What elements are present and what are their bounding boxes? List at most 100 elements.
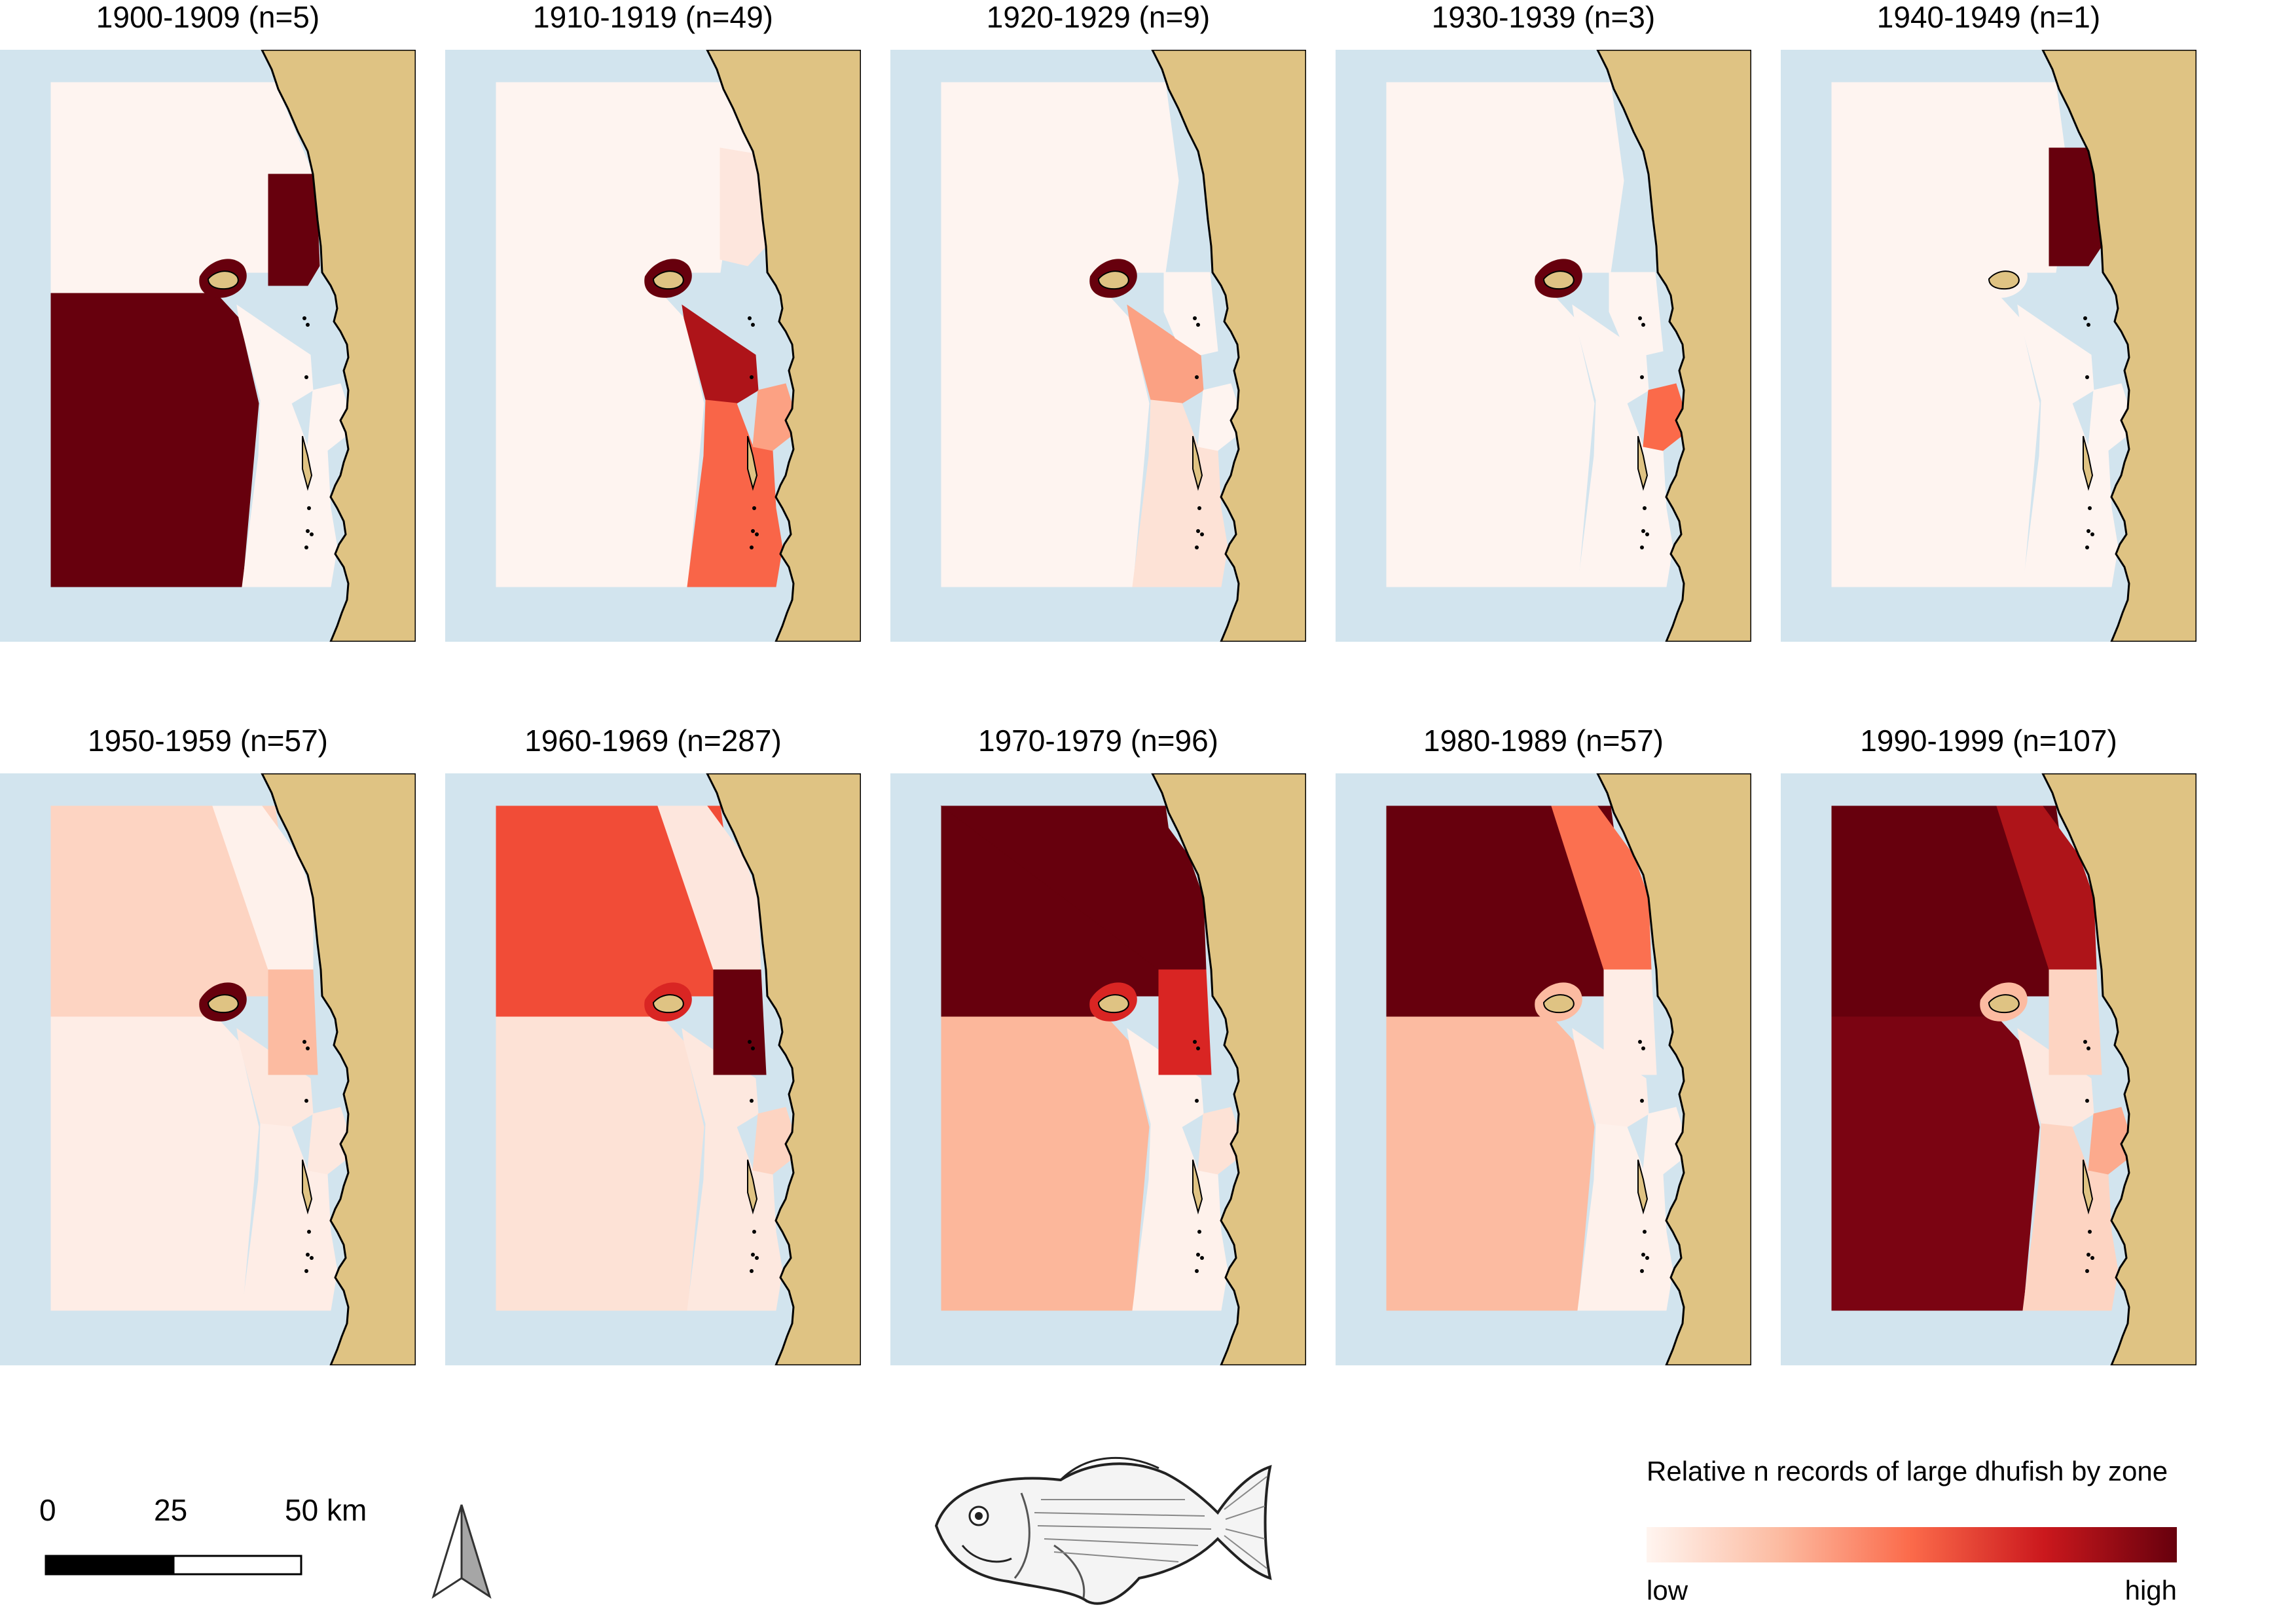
mainland (2041, 50, 2196, 642)
islet (304, 1269, 308, 1273)
islet (751, 323, 755, 327)
islet (752, 506, 756, 510)
mainland (261, 50, 416, 642)
zone-sw (50, 1016, 259, 1311)
islet (748, 316, 752, 320)
islet (2088, 1230, 2092, 1234)
islet (755, 532, 759, 536)
zone-sw (1386, 1016, 1595, 1311)
islet (2085, 375, 2089, 379)
islet (1638, 1040, 1642, 1044)
islet (1195, 545, 1199, 549)
small-island-icon (1637, 1159, 1649, 1215)
map-panel: 1910-1919 (n=49) (445, 0, 861, 642)
zone-sw (496, 293, 704, 587)
zone-s (1132, 399, 1228, 587)
zone-m (682, 304, 759, 404)
island-icon (1988, 270, 2020, 290)
map (0, 773, 416, 1365)
islet (752, 1230, 756, 1234)
zone-nw (1831, 82, 2069, 294)
island-icon (1097, 270, 1129, 290)
legend-color-ramp (1647, 1527, 2177, 1562)
map (1781, 773, 2196, 1365)
island-icon (652, 270, 684, 290)
islet (1200, 1256, 1204, 1260)
islet (1195, 375, 1199, 379)
islet (1645, 532, 1649, 536)
map-panel: 1990-1999 (n=107) (1781, 724, 2196, 1365)
map (1336, 50, 1751, 642)
islet (304, 545, 308, 549)
islet (1643, 1230, 1647, 1234)
panel-title: 1940-1949 (n=1) (1876, 0, 2101, 34)
small-island-icon (747, 435, 758, 491)
map-panel: 1930-1939 (n=3) (1336, 0, 1751, 642)
map (1781, 50, 2196, 642)
islet (1196, 529, 1200, 533)
islet (2086, 1253, 2090, 1257)
islet (302, 1040, 306, 1044)
panel-title: 1960-1969 (n=287) (524, 724, 782, 758)
islet (2090, 1256, 2094, 1260)
mainland (1596, 50, 1751, 642)
mainland (1596, 773, 1751, 1365)
map (1336, 773, 1751, 1365)
islet (1641, 1253, 1645, 1257)
islet (2086, 1046, 2090, 1050)
islet (304, 375, 308, 379)
zone-s (1132, 1123, 1228, 1311)
islet (2085, 545, 2089, 549)
zone-s (2022, 1123, 2119, 1311)
islet (1640, 375, 1644, 379)
islet (2086, 323, 2090, 327)
zone-s (687, 1123, 783, 1311)
map-panel: 1940-1949 (n=1) (1781, 0, 2196, 642)
north-arrow-icon (426, 1500, 498, 1604)
scale-bar-graphic (45, 1555, 302, 1576)
mainland (1151, 50, 1306, 642)
map-panel: 1980-1989 (n=57) (1336, 724, 1751, 1365)
scale-bar: 0 25 50 km (26, 1493, 393, 1591)
islet (1640, 1269, 1644, 1273)
zone-nw (1386, 82, 1624, 294)
small-island-icon (2083, 435, 2094, 491)
map (445, 773, 861, 1365)
islet (1641, 529, 1645, 533)
small-island-icon (302, 435, 313, 491)
panel-title: 1930-1939 (n=3) (1431, 0, 1656, 34)
small-island-icon (1192, 435, 1203, 491)
zone-s (2022, 399, 2119, 587)
zone-e (1158, 969, 1212, 1075)
islet (306, 323, 310, 327)
islet (1200, 532, 1204, 536)
islet (750, 1099, 754, 1103)
islet (307, 1230, 311, 1234)
islet (304, 1099, 308, 1103)
islet (1643, 506, 1647, 510)
small-island-icon (1192, 1159, 1203, 1215)
zone-nw (496, 82, 734, 294)
islet (1640, 545, 1644, 549)
islet (1193, 1040, 1197, 1044)
island-icon (652, 994, 684, 1014)
islet (1197, 506, 1201, 510)
islet (2086, 529, 2090, 533)
islet (1638, 316, 1642, 320)
islet (1641, 323, 1645, 327)
zone-sw (50, 293, 259, 587)
island-icon (207, 994, 239, 1014)
small-island-icon (302, 1159, 313, 1215)
islet (306, 1253, 310, 1257)
map-panel: 1950-1959 (n=57) (0, 724, 416, 1365)
islet (2083, 316, 2087, 320)
island-icon (207, 270, 239, 290)
islet (1640, 1099, 1644, 1103)
scale-label-25: 25 (154, 1493, 188, 1527)
zone-sw (941, 293, 1150, 587)
zone-sw (1386, 293, 1595, 587)
island-icon (1542, 994, 1575, 1014)
map (890, 773, 1306, 1365)
islet (306, 1046, 310, 1050)
map (890, 50, 1306, 642)
